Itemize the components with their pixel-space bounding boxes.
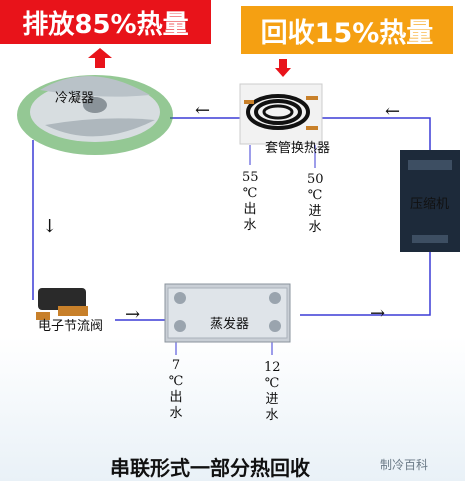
evaporator-graphic [164,283,291,343]
flow-arrow-right-2: → [370,303,386,324]
double-pipe-label: 套管换热器 [265,141,331,156]
expansion-valve-graphic [36,288,88,320]
chill-out-line2: 水 [169,406,183,421]
chill-out-temp: 7 [171,358,181,373]
diagram-caption: 串联形式一部分热回收 [110,456,310,480]
refrigerant-pipes [32,117,431,321]
flow-arrow-left-1: ← [195,100,211,121]
hot-water-out-annotation: 55 ℃ 出 水 [242,170,259,234]
hot-in-line2: 水 [308,220,322,235]
chilled-water-in-annotation: 12 ℃ 进 水 [264,360,281,424]
chilled-water-out-annotation: 7 ℃ 出 水 [168,358,184,422]
arrow-up-stem [95,58,105,68]
hot-in-unit: ℃ [307,188,323,203]
condenser-label: 冷凝器 [55,91,95,106]
compressor-label: 压缩机 [410,197,450,212]
chill-in-line1: 进 [265,392,279,407]
chill-out-line1: 出 [169,390,183,405]
flow-arrow-down: ↓ [42,216,58,237]
hot-out-unit: ℃ [242,186,258,201]
chill-in-line2: 水 [265,408,279,423]
hot-out-line1: 出 [243,202,257,217]
chill-in-temp: 12 [264,360,281,375]
arrow-down-icon [275,68,291,77]
hot-water-in-annotation: 50 ℃ 进 水 [307,172,324,236]
hot-out-temp: 55 [242,170,259,185]
flow-arrow-right-1: → [125,304,141,325]
condenser-fan-graphic [17,75,173,155]
watermark: 制冷百科 [380,458,429,472]
hot-in-temp: 50 [307,172,324,187]
arrow-down-stem [279,59,287,68]
evaporator-label: 蒸发器 [210,317,250,332]
arrow-up-icon [88,48,112,58]
chill-in-unit: ℃ [264,376,280,391]
hot-in-line1: 进 [308,204,322,219]
chill-out-unit: ℃ [168,374,184,389]
expansion-valve-label: 电子节流阀 [38,319,104,334]
hot-out-line2: 水 [243,218,257,233]
compressor-graphic [400,150,460,252]
double-pipe-graphic [239,83,323,145]
banner-discharge-heat: 排放85%热量 [0,0,211,44]
banner-recover-heat: 回收15%热量 [241,6,453,54]
flow-arrow-left-2: ← [385,101,401,122]
